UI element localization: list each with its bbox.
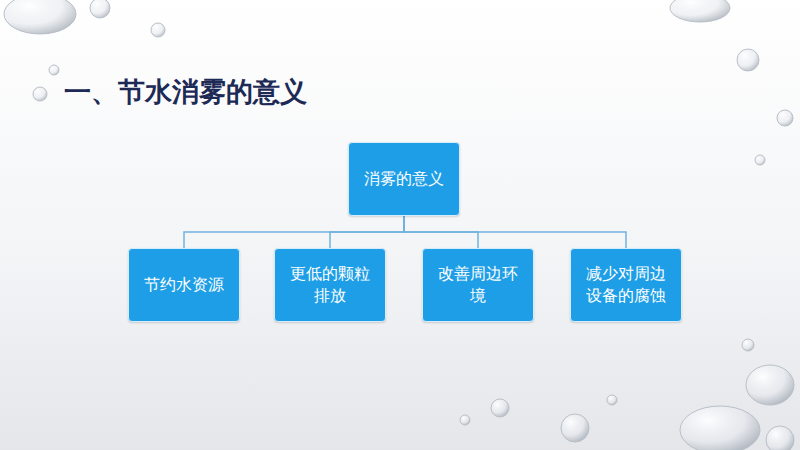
branch-box: 改善周边环境 — [422, 248, 534, 322]
box-label: 改善周边环境 — [433, 263, 523, 306]
box-label: 减少对周边设备的腐蚀 — [581, 263, 671, 306]
box-label: 消雾的意义 — [364, 168, 444, 190]
tree-connector — [330, 216, 404, 248]
branch-box: 更低的颗粒排放 — [274, 248, 386, 322]
root-box: 消雾的意义 — [348, 142, 460, 216]
slide-title: 一、节水消雾的意义 — [64, 74, 307, 110]
box-label: 更低的颗粒排放 — [285, 263, 375, 306]
tree-connector — [404, 216, 626, 248]
branch-box: 减少对周边设备的腐蚀 — [570, 248, 682, 322]
tree-connector — [184, 216, 404, 248]
branch-box: 节约水资源 — [128, 248, 240, 322]
box-label: 节约水资源 — [144, 274, 224, 296]
